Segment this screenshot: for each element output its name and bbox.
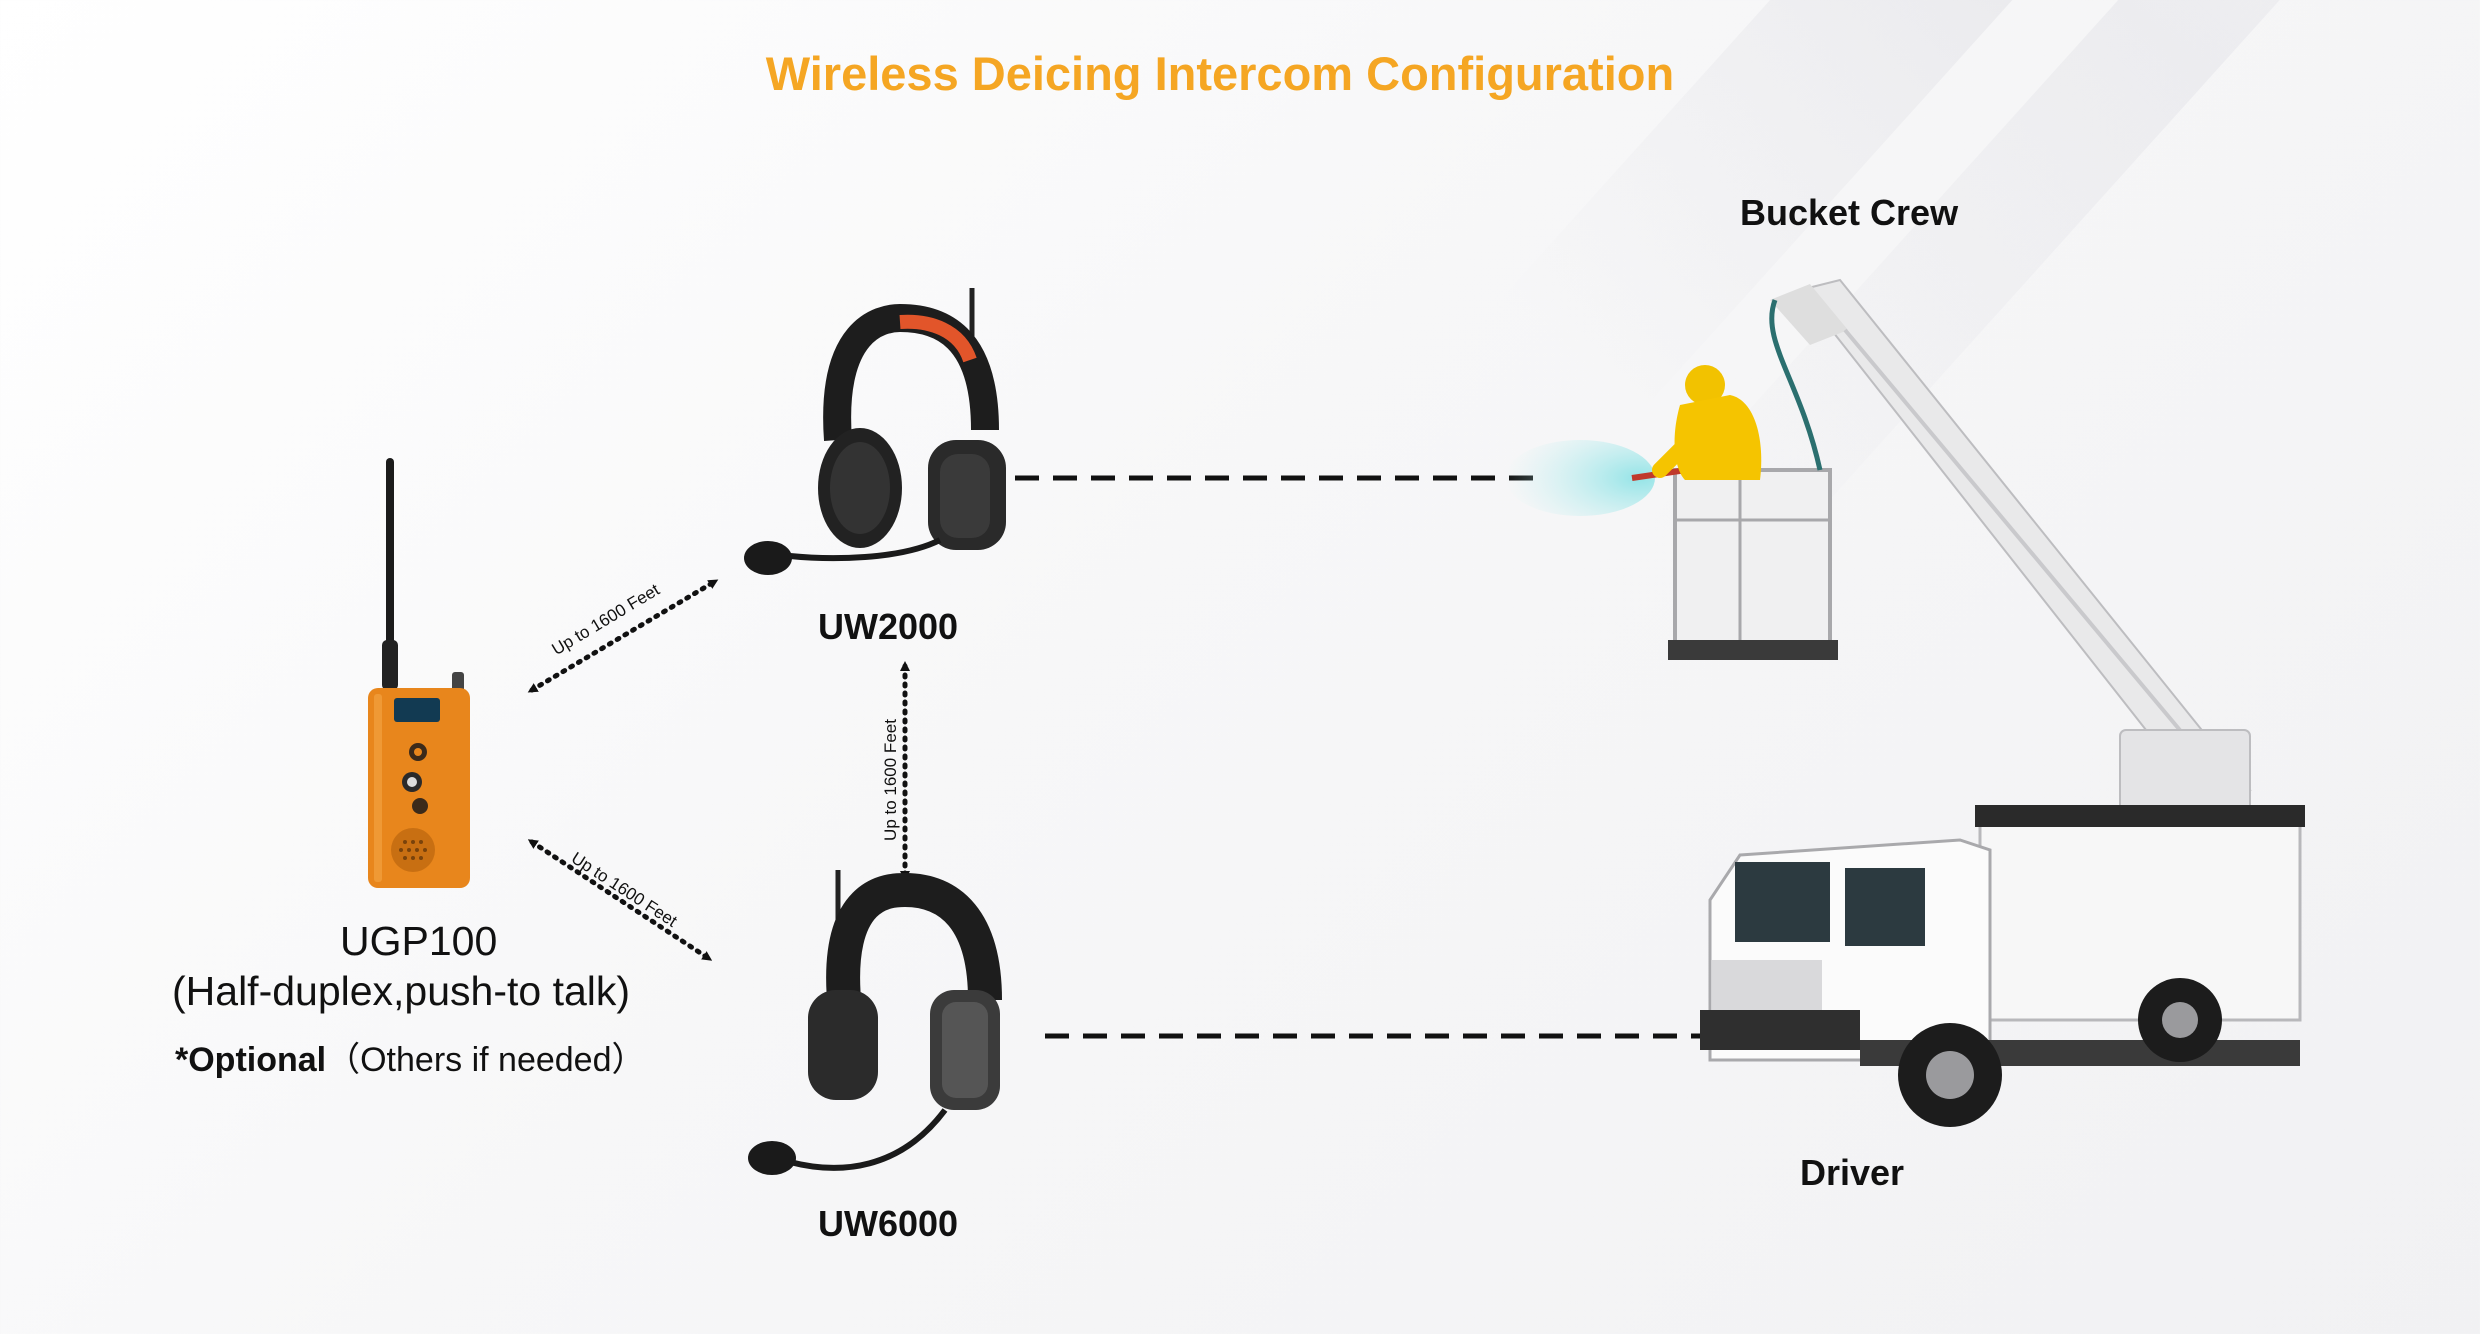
headset-icon [744, 288, 1006, 575]
headset-icon [748, 870, 1002, 1175]
link-ugp-uw2000 [527, 579, 719, 693]
diagram-title: Wireless Deicing Intercom Configuration [765, 47, 1675, 100]
ugp100-description: (Half-duplex,push-to talk) [172, 968, 631, 1014]
walkie-talkie-icon [368, 458, 470, 888]
driver-label: Driver [1800, 1152, 1905, 1193]
uw2000-label: UW2000 [818, 606, 959, 647]
range-label-uw2000-uw6000: Up to 1600 Feet [880, 719, 900, 841]
bucket-crew-label: Bucket Crew [1740, 192, 1959, 233]
ugp100-optional-note: *Optional（Others if needed） [175, 1032, 646, 1081]
optional-note: （Others if needed） [326, 1041, 646, 1079]
deicing-truck-icon [1505, 278, 2305, 1127]
optional-label: *Optional [175, 1041, 327, 1079]
link-ugp-uw6000 [527, 839, 713, 961]
uw6000-label: UW6000 [818, 1203, 959, 1244]
ugp100-label: UGP100 [340, 918, 498, 964]
